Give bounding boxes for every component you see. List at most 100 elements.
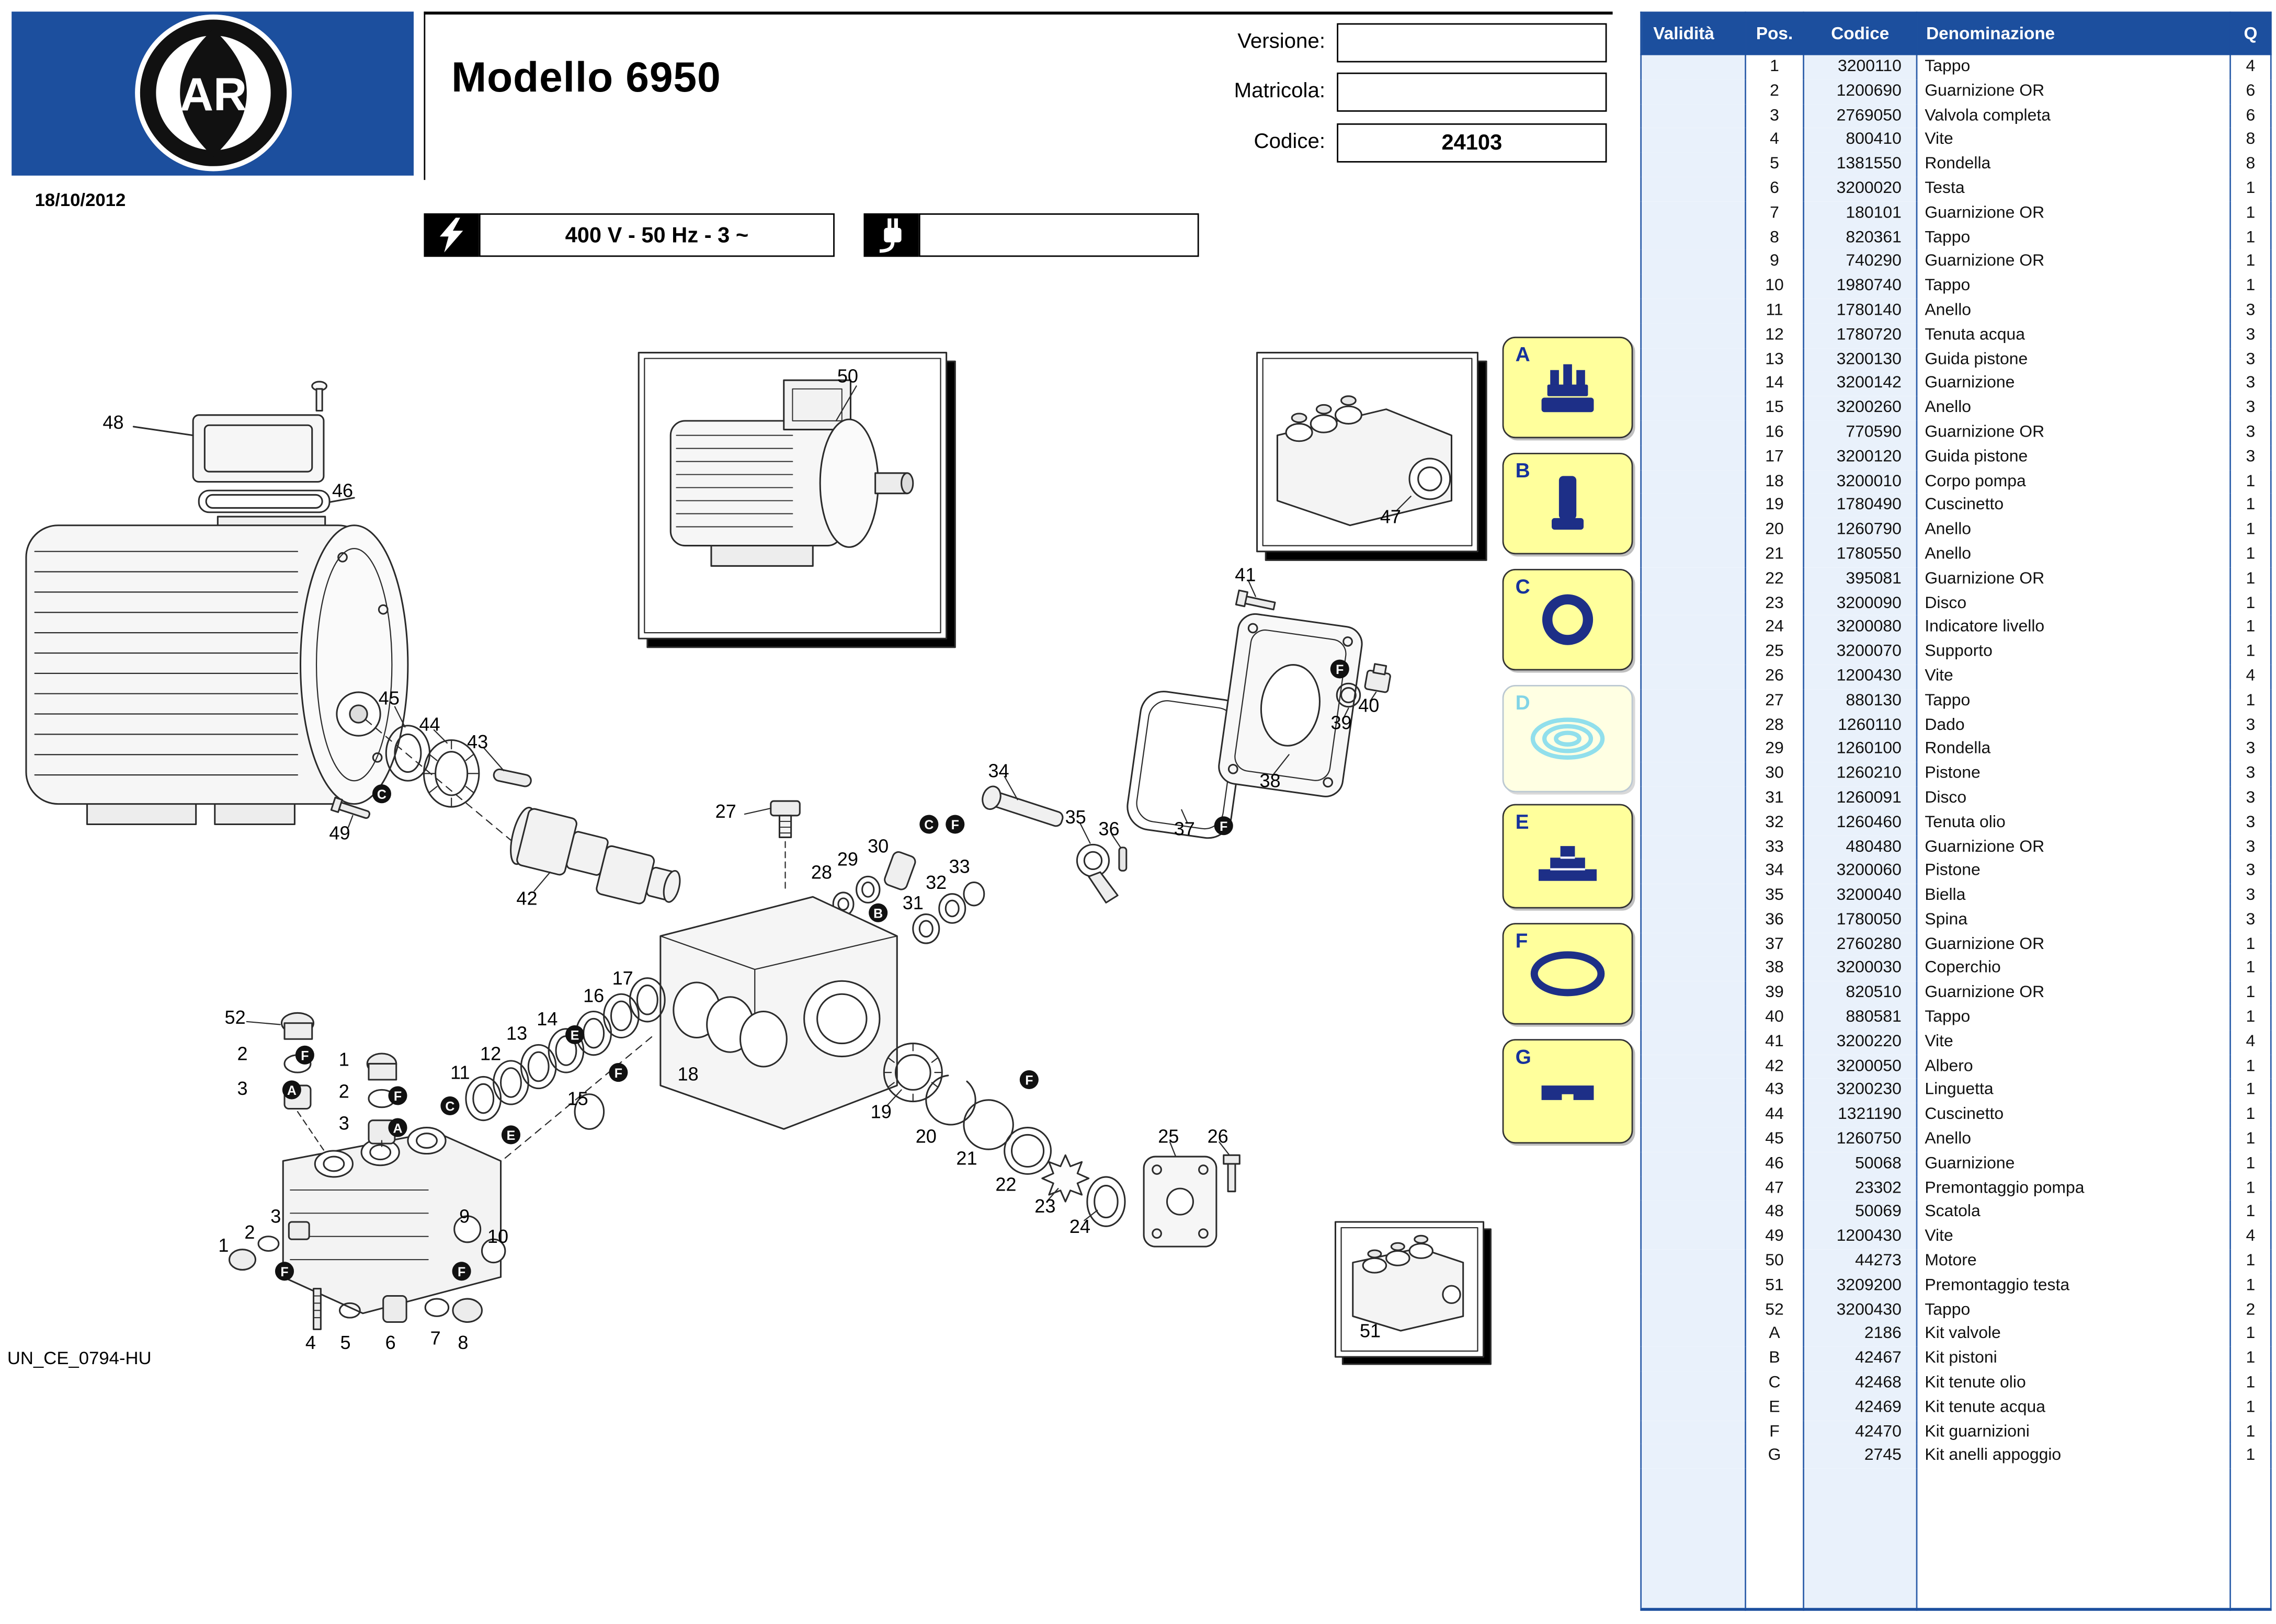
pos-cell: 27 xyxy=(1745,689,1804,714)
pos-cell: 50 xyxy=(1745,1249,1804,1274)
qty-cell: 1 xyxy=(2229,1005,2272,1031)
codice-cell: 480480 xyxy=(1803,835,1918,860)
qty-cell: 3 xyxy=(2229,347,2272,372)
denominazione-cell: Guarnizione OR xyxy=(1916,250,2231,275)
water-seal-kit-icon xyxy=(1530,717,1605,760)
denominazione-cell: Guarnizione xyxy=(1916,372,2231,397)
codice-cell: 3200040 xyxy=(1803,884,1918,909)
validita-cell xyxy=(1640,957,1746,982)
codice-input[interactable]: 24103 xyxy=(1337,122,1607,162)
kit-marker-F: F xyxy=(1214,816,1233,836)
pos-cell: 23 xyxy=(1745,591,1804,616)
validita-cell xyxy=(1640,1225,1746,1250)
codice-cell: 3200090 xyxy=(1803,591,1918,616)
pos-cell: 44 xyxy=(1745,1103,1804,1128)
qty-cell: 1 xyxy=(2229,518,2272,543)
part-callout-26: 26 xyxy=(1207,1125,1228,1148)
validita-cell xyxy=(1640,1274,1746,1299)
pos-cell: 47 xyxy=(1745,1176,1804,1201)
qty-cell: 1 xyxy=(2229,1420,2272,1445)
codice-label: Codice: xyxy=(1254,130,1326,154)
kit-marker-F: F xyxy=(295,1045,314,1065)
validita-cell xyxy=(1640,1200,1746,1226)
codice-cell: 1200690 xyxy=(1803,79,1918,104)
validita-cell xyxy=(1640,884,1746,909)
denominazione-cell: Premontaggio testa xyxy=(1916,1274,2231,1299)
pos-cell: E xyxy=(1745,1396,1804,1421)
validita-cell xyxy=(1640,1152,1746,1176)
qty-cell: 3 xyxy=(2229,737,2272,762)
part-callout-18: 18 xyxy=(677,1063,699,1085)
qty-cell: 1 xyxy=(2229,1444,2272,1469)
qty-cell: 3 xyxy=(2229,908,2272,933)
pos-cell: 25 xyxy=(1745,640,1804,665)
codice-cell: 820510 xyxy=(1803,981,1918,1006)
codice-cell: 740290 xyxy=(1803,250,1918,275)
codice-cell: 1321190 xyxy=(1803,1103,1918,1128)
validita-cell xyxy=(1640,713,1746,738)
part-callout-1: 1 xyxy=(338,1048,349,1070)
part-callout-12: 12 xyxy=(480,1043,502,1065)
kit-letter: B xyxy=(1515,459,1530,482)
kit-marker-A: A xyxy=(282,1080,301,1100)
codice-cell: 3200060 xyxy=(1803,859,1918,884)
part-callout-28: 28 xyxy=(811,861,833,883)
pos-cell: 1 xyxy=(1745,54,1804,80)
codice-cell: 3200020 xyxy=(1803,177,1918,202)
codice-cell: 1260790 xyxy=(1803,518,1918,543)
qty-cell: 1 xyxy=(2229,1322,2272,1347)
codice-cell: 42469 xyxy=(1803,1396,1918,1421)
codice-cell: 1780050 xyxy=(1803,908,1918,933)
qty-cell: 1 xyxy=(2229,1054,2272,1079)
qty-cell: 3 xyxy=(2229,859,2272,884)
codice-cell: 50069 xyxy=(1803,1200,1918,1226)
part-callout-8: 8 xyxy=(458,1331,469,1354)
validita-cell xyxy=(1640,104,1746,129)
denominazione-cell: Vite xyxy=(1916,1030,2231,1055)
pos-cell: 6 xyxy=(1745,177,1804,202)
kit-letter: A xyxy=(1515,342,1530,366)
pos-cell: 38 xyxy=(1745,957,1804,982)
qty-cell: 2 xyxy=(2229,1298,2272,1323)
part-callout-23: 23 xyxy=(1034,1195,1056,1217)
qty-cell: 3 xyxy=(2229,420,2272,445)
pos-cell: 5 xyxy=(1745,152,1804,177)
header-denominazione: Denominazione xyxy=(1916,12,2231,55)
pos-cell: 22 xyxy=(1745,567,1804,592)
qty-cell: 1 xyxy=(2229,250,2272,275)
kit-marker-F: F xyxy=(275,1262,294,1281)
codice-cell: 1780720 xyxy=(1803,323,1918,348)
codice-cell: 1260460 xyxy=(1803,810,1918,836)
qty-cell: 3 xyxy=(2229,884,2272,909)
lightning-icon xyxy=(439,218,463,253)
part-callout-36: 36 xyxy=(1098,817,1120,840)
denominazione-cell: Dado xyxy=(1916,713,2231,738)
empty-cell xyxy=(2229,1469,2272,1610)
part-callout-2: 2 xyxy=(237,1043,248,1065)
part-callout-1: 1 xyxy=(218,1234,229,1256)
page-title: Modello 6950 xyxy=(451,55,721,102)
validita-cell xyxy=(1640,762,1746,787)
part-callout-51: 51 xyxy=(1359,1320,1381,1342)
versione-input[interactable] xyxy=(1337,22,1607,62)
table-header-row: Validità Pos. Codice Denominazione Q xyxy=(1640,12,2272,55)
part-pump-body xyxy=(659,896,898,1130)
codice-cell: 820361 xyxy=(1803,225,1918,250)
matricola-input[interactable] xyxy=(1337,72,1607,111)
pos-cell: 33 xyxy=(1745,835,1804,860)
empty-cell xyxy=(1745,1469,1804,1610)
codice-cell: 3209200 xyxy=(1803,1274,1918,1299)
pos-cell: 8 xyxy=(1745,225,1804,250)
part-callout-48: 48 xyxy=(103,411,124,433)
kit-letter: E xyxy=(1515,809,1529,833)
